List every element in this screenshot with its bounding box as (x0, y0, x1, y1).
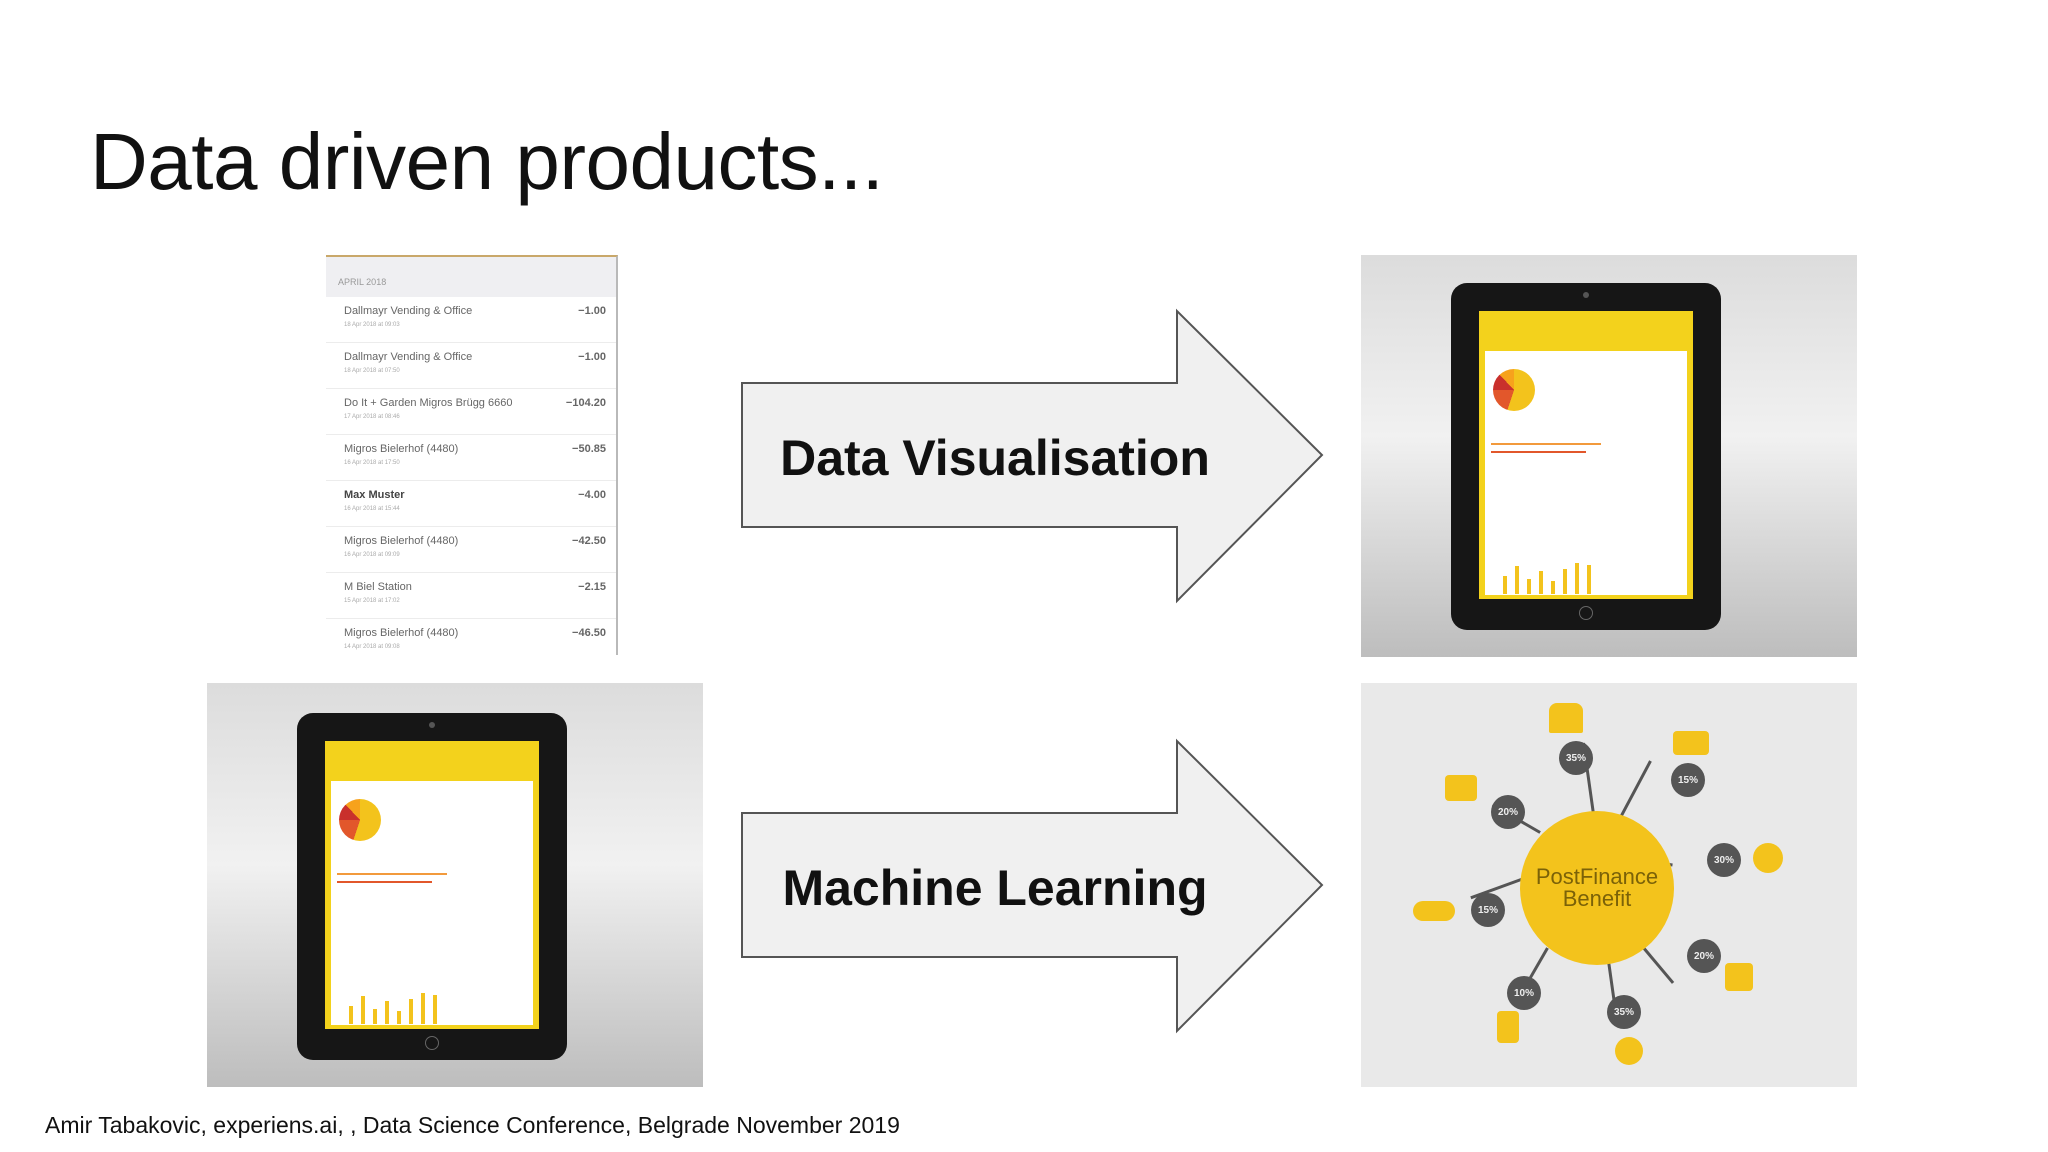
camera-icon (1583, 292, 1589, 298)
transaction-amount: −1.00 (578, 351, 606, 363)
coin-icon (1615, 1037, 1643, 1065)
transaction-name: Migros Bielerhof (4480) (344, 443, 459, 455)
tablet-device (1451, 283, 1721, 630)
dashboard-content (331, 781, 533, 1025)
transaction-date: 16 Apr 2018 at 15:44 (344, 506, 400, 512)
clapperboard-icon (1445, 775, 1477, 801)
beer-icon (1497, 1011, 1519, 1043)
dashboard-content (1485, 351, 1687, 595)
dashboard-header (325, 741, 539, 775)
transaction-list-image: APRIL 2018 Dallmayr Vending & Office 18 … (326, 255, 618, 655)
transaction-date: 18 Apr 2018 at 09:03 (344, 322, 400, 328)
pct-badge: 35% (1607, 995, 1641, 1029)
postfinance-benefit-diagram: PostFinance Benefit 35% 15% 30% 20% 35% … (1361, 683, 1857, 1087)
transaction-date: 16 Apr 2018 at 17:50 (344, 460, 400, 466)
slide-footer: Amir Tabakovic, experiens.ai, , Data Sci… (45, 1112, 900, 1138)
gift-icon (1725, 963, 1753, 991)
transaction-amount: −50.85 (572, 443, 606, 455)
transaction-date: 18 Apr 2018 at 07:50 (344, 368, 400, 374)
transaction-row: Migros Bielerhof (4480) 16 Apr 2018 at 0… (326, 527, 616, 573)
transaction-name: M Biel Station (344, 581, 412, 593)
transaction-row: Dallmayr Vending & Office 18 Apr 2018 at… (326, 297, 616, 343)
hub-line-1: PostFinance (1535, 864, 1659, 889)
transaction-name: Do It + Garden Migros Brügg 6660 (344, 397, 513, 409)
transaction-date: 16 Apr 2018 at 09:09 (344, 552, 400, 558)
postfinance-benefit-hub: PostFinance Benefit (1520, 811, 1674, 965)
transaction-amount: −4.00 (578, 489, 606, 501)
transaction-name: Max Muster (344, 489, 405, 501)
bicycle-icon (1413, 901, 1455, 921)
pct-badge: 20% (1491, 795, 1525, 829)
books-icon (1673, 731, 1709, 755)
tablet-device (297, 713, 567, 1060)
pct-badge: 15% (1471, 893, 1505, 927)
data-visualisation-label: Data Visualisation (780, 430, 1210, 486)
pct-badge: 30% (1707, 843, 1741, 877)
transaction-row: Dallmayr Vending & Office 18 Apr 2018 at… (326, 343, 616, 389)
pct-badge: 10% (1507, 976, 1541, 1010)
tshirt-icon (1549, 703, 1583, 733)
transaction-name: Dallmayr Vending & Office (344, 305, 473, 317)
transaction-date: 17 Apr 2018 at 08:46 (344, 414, 400, 420)
transaction-amount: −42.50 (572, 535, 606, 547)
transaction-name: Migros Bielerhof (4480) (344, 627, 459, 639)
transaction-name: Dallmayr Vending & Office (344, 351, 473, 363)
pct-badge: 20% (1687, 939, 1721, 973)
transaction-date: 14 Apr 2018 at 09:08 (344, 644, 400, 650)
dashboard-screen (325, 741, 539, 1029)
dashboard-screen (1479, 311, 1693, 599)
home-button-icon (425, 1036, 439, 1050)
dashboard-header (1479, 311, 1693, 345)
slide-title: Data driven products... (90, 117, 884, 206)
transaction-row: M Biel Station 15 Apr 2018 at 17:02 −2.1… (326, 573, 616, 619)
tablet-dashboard-image (207, 683, 703, 1087)
transaction-row: Max Muster 16 Apr 2018 at 15:44 −4.00 (326, 481, 616, 527)
pct-badge: 15% (1671, 763, 1705, 797)
pie-chart-icon (1493, 369, 1535, 411)
transaction-date: 15 Apr 2018 at 17:02 (344, 598, 400, 604)
transaction-row: Migros Bielerhof (4480) 16 Apr 2018 at 1… (326, 435, 616, 481)
transaction-list-header: APRIL 2018 (326, 257, 616, 297)
tablet-dashboard-image (1361, 255, 1857, 657)
transaction-amount: −46.50 (572, 627, 606, 639)
machine-learning-label: Machine Learning (782, 860, 1207, 916)
transaction-row: Do It + Garden Migros Brügg 6660 17 Apr … (326, 389, 616, 435)
transaction-name: Migros Bielerhof (4480) (344, 535, 459, 547)
home-button-icon (1579, 606, 1593, 620)
transaction-amount: −1.00 (578, 305, 606, 317)
data-visualisation-arrow: Data Visualisation (741, 308, 1324, 604)
plane-icon (1753, 843, 1783, 873)
hub-line-2: Benefit (1562, 886, 1632, 911)
transaction-amount: −2.15 (578, 581, 606, 593)
transaction-row: Migros Bielerhof (4480) 14 Apr 2018 at 0… (326, 619, 616, 655)
camera-icon (429, 722, 435, 728)
pie-chart-icon (339, 799, 381, 841)
pct-badge: 35% (1559, 741, 1593, 775)
transaction-amount: −104.20 (565, 397, 606, 409)
machine-learning-arrow: Machine Learning (741, 738, 1324, 1034)
